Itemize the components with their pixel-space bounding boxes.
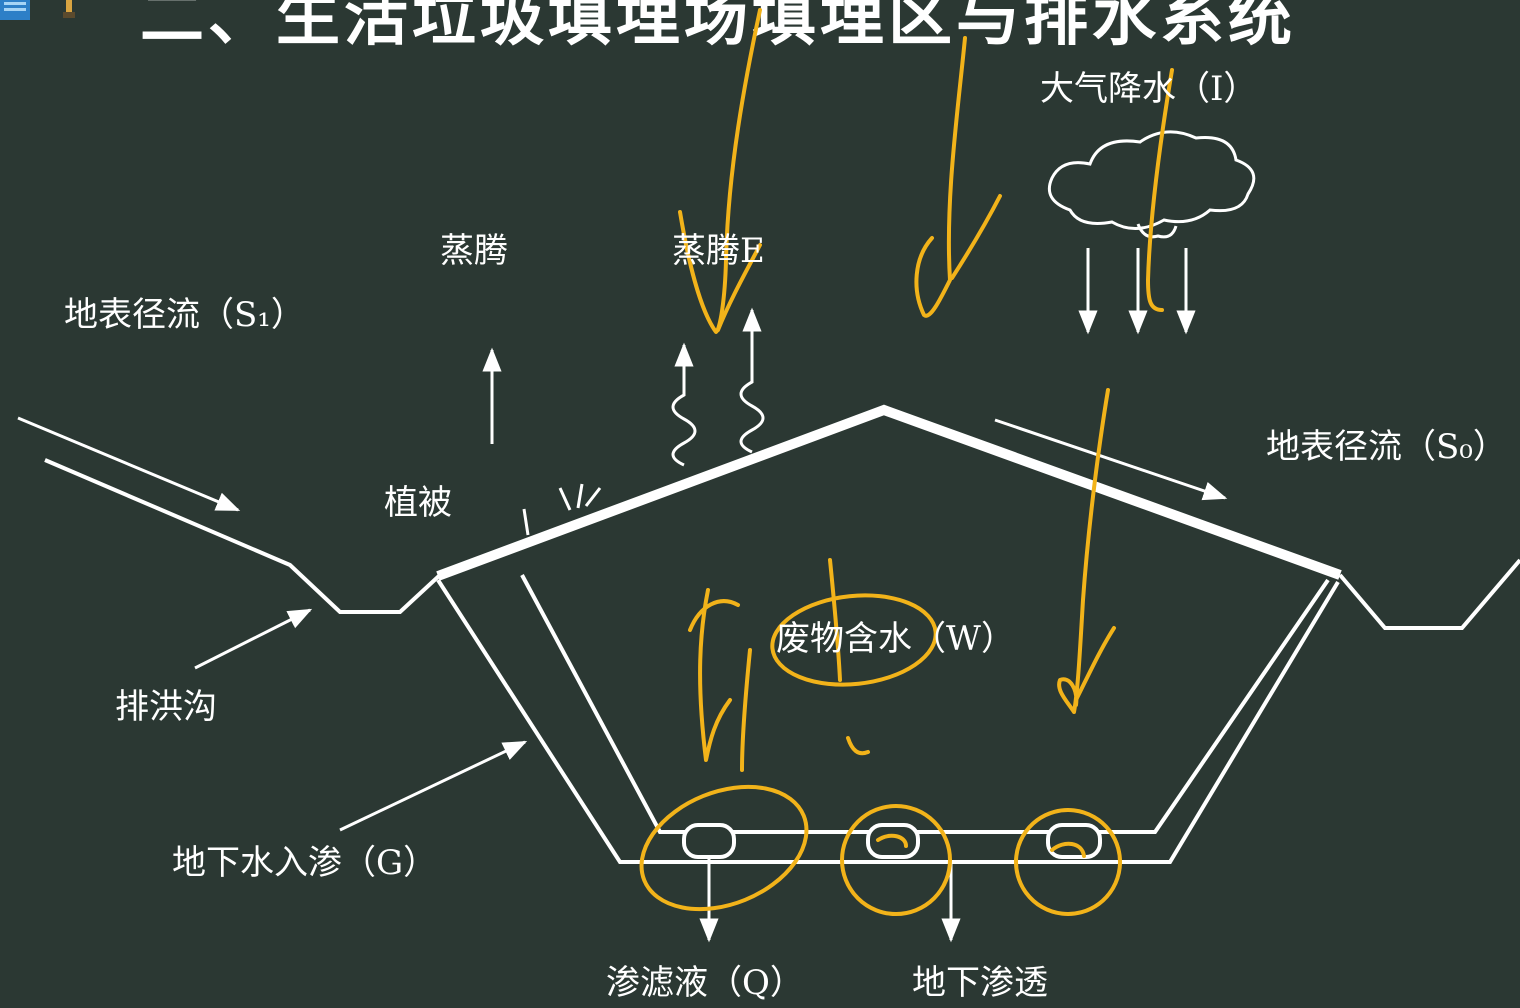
right-ground-line — [1338, 558, 1520, 630]
collection-pipe — [1046, 823, 1102, 859]
evaporation-label: 蒸腾 — [440, 231, 508, 271]
collection-pipe — [682, 823, 736, 859]
left-ground-line — [44, 458, 442, 614]
surface-runoff-in-label: 地表径流（S₁） — [64, 295, 305, 335]
leachate-label: 渗滤液（Q） — [606, 963, 804, 1003]
surface-runoff-out-label: 地表径流（S₀） — [1266, 427, 1507, 467]
drainage-ditch-label: 排洪沟 — [115, 687, 217, 727]
evapotranspiration-wave — [671, 342, 697, 467]
waste-moisture-label: 废物含水（W） — [776, 619, 1015, 659]
page-title: 二、生活垃圾填埋场填埋区与排水系统 — [140, 0, 1296, 55]
cloud-icon — [1136, 223, 1178, 239]
ditch-pointer — [194, 608, 313, 670]
outer-liner — [436, 578, 1340, 864]
runoff-out-arrow — [994, 418, 1228, 501]
cloud-icon — [1047, 130, 1256, 230]
landfill-cover — [436, 404, 1342, 581]
handwritten-annotations — [639, 8, 1174, 916]
precipitation-label: 大气降水（I） — [1040, 69, 1258, 109]
evapotranspiration-label: 蒸腾E — [672, 231, 765, 271]
groundwater-pointer — [339, 740, 528, 832]
groundwater-inflow-label: 地下水入渗（G） — [172, 843, 438, 883]
vegetation-label: 植被 — [384, 483, 452, 523]
vegetation-icon — [522, 483, 602, 536]
runoff-in-arrow — [17, 416, 241, 512]
evapotranspiration-wave — [739, 307, 765, 454]
logo-icon — [0, 0, 86, 20]
underground-seepage-label: 地下渗透 — [912, 963, 1048, 1003]
collection-pipe — [866, 823, 920, 859]
